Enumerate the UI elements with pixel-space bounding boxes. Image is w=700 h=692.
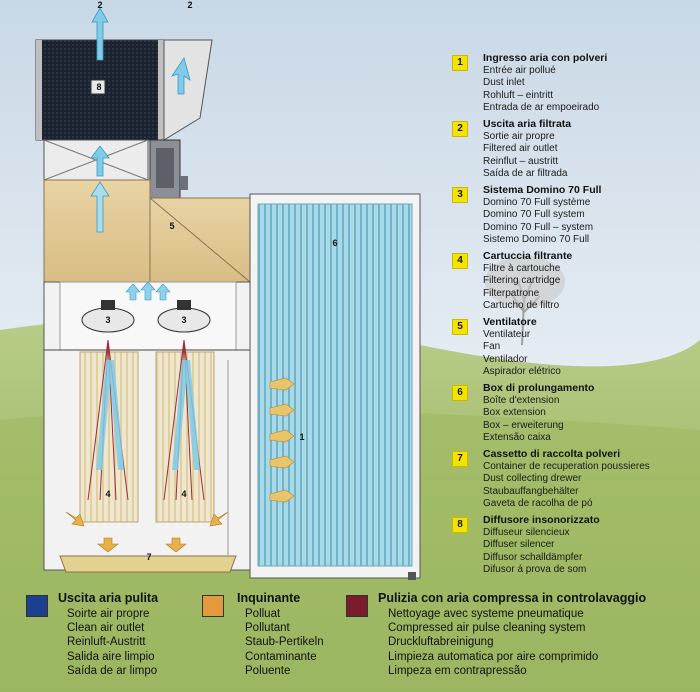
legend-item-line: Sistemo Domino 70 Full	[483, 234, 590, 246]
legend-item-line: Domino 70 Full system	[483, 209, 585, 221]
legend-line: Reinluft-Austritt	[67, 636, 146, 649]
legend-item-line: Box – erweiterung	[483, 419, 564, 431]
legend-item-line: Sortie air propre	[483, 131, 555, 142]
number-badge: 5	[452, 319, 468, 335]
diagram-label-cartridge-left: 4	[105, 489, 111, 499]
legend-compressed-air-title: Pulizia con aria compressa in controlava…	[378, 591, 647, 605]
legend-line: Compressed air pulse cleaning system	[388, 622, 586, 635]
diagram-label-cartridge-right: 4	[181, 489, 187, 499]
legend-item-line: Aspirador elétrico	[483, 366, 561, 378]
number-badge: 7	[452, 451, 468, 467]
legend-line: Staub-Pertikeln	[245, 636, 324, 649]
legend-item-line: Dust inlet	[483, 77, 525, 89]
legend-item-title: Sistema Domino 70 Full	[483, 184, 602, 196]
legend-line: Nettoyage avec systeme pneumatique	[388, 608, 584, 620]
legend-item-line: Diffusor schalldämpfer	[483, 551, 583, 563]
legend-line: Clean air outlet	[67, 622, 145, 635]
legend-line: Soirte air propre	[67, 608, 150, 620]
plenum-box	[43, 139, 149, 181]
clean-air-swatch	[26, 595, 48, 617]
legend-item-line: Filtre à cartouche	[483, 263, 561, 274]
legend-item-line: Diffuseur silencieux	[483, 527, 570, 538]
legend-item-title: Ingresso aria con polveri	[483, 52, 608, 64]
legend-item-title: Box di prolungamento	[483, 382, 595, 394]
dust-collector-diagram	[35, 7, 421, 580]
pollutant-arrows-chamber	[65, 511, 229, 553]
number-badge: 6	[452, 385, 468, 401]
number-badge: 1	[452, 55, 468, 71]
diagram-label-outlet-right: 2	[187, 0, 193, 10]
diagram-label-domino-left: 3	[105, 315, 111, 325]
legend-item-line: Gaveta de racolha de pó	[483, 498, 593, 510]
pollutant-swatch	[202, 595, 224, 617]
legend-item-line: Staubauffangbehälter	[483, 485, 579, 497]
outlet-hood	[163, 39, 213, 141]
legend-clean-air-title: Uscita aria pulita	[58, 591, 159, 605]
number-badge: 2	[452, 121, 468, 137]
tree-silhouette	[485, 256, 565, 346]
legend-line: Pollutant	[245, 622, 290, 635]
pollutant-arrows-inlet	[269, 377, 295, 503]
domino-unit-right	[157, 300, 211, 333]
legend-item-title: Uscita aria filtrata	[483, 118, 572, 130]
diagram-label-domino-right: 3	[181, 315, 187, 325]
extension-box	[249, 193, 421, 580]
legend-item-line: Dust collecting drewer	[483, 473, 582, 485]
legend-line: Druckluftabreinigung	[388, 636, 494, 649]
diagram-label-silencer: 8	[96, 82, 102, 92]
legend-item-line: Ventilador	[483, 353, 528, 365]
dust-drawer	[59, 555, 237, 573]
legend-item-line: Filtering cartridge	[483, 275, 561, 287]
compressed-air-swatch	[346, 595, 368, 617]
legend-item-line: Filterpatrone	[483, 287, 540, 299]
legend-item-line: Box extension	[483, 407, 546, 419]
legend-item-title: Diffusore insonorizzato	[483, 514, 600, 526]
legend-line: Limpieza automatica por aire comprimido	[388, 650, 599, 663]
legend-line: Contaminante	[245, 650, 317, 663]
diagram-label-extension: 6	[332, 238, 338, 248]
filter-chamber	[43, 281, 251, 573]
legend-pollutant-title: Inquinante	[237, 591, 301, 605]
legend-item-title: Cartuccia filtrante	[483, 250, 573, 262]
legend-item-line: Ventilateur	[483, 329, 531, 340]
legend-item-line: Saída de ar filtrada	[483, 168, 568, 180]
fan-housing	[43, 179, 251, 283]
legend-item-line: Domino 70 Full – system	[483, 221, 594, 233]
legend-item-line: Entrada de ar empoeirado	[483, 102, 600, 114]
number-badge: 4	[452, 253, 468, 269]
diagram-label-drawer: 7	[146, 552, 152, 562]
legend-item-line: Rohluft – eintritt	[483, 89, 554, 101]
domino-unit-left	[81, 300, 135, 333]
number-badge: 3	[452, 187, 468, 203]
legend-item-title: Cassetto di raccolta polveri	[483, 448, 621, 460]
legend-item-line: Domino 70 Full système	[483, 197, 591, 208]
legend-item-line: Fan	[483, 341, 501, 353]
legend-line: Salida aire limpio	[67, 650, 155, 663]
legend-item-line: Container de recuperation poussieres	[483, 461, 650, 472]
diagram-label-outlet-left: 2	[97, 0, 103, 10]
diagram-label-inlet: 1	[299, 432, 305, 442]
legend-line: Poluente	[245, 664, 291, 677]
legend-item-line: Reinflut – austritt	[483, 155, 559, 167]
clean-air-arrows	[91, 7, 191, 95]
legend-line: Polluat	[245, 608, 281, 620]
legend-item-line: Cartucho de filtro	[483, 300, 560, 312]
diagram-label-fan: 5	[169, 221, 175, 231]
clean-air-flow	[96, 360, 200, 470]
legend-item-line: Entrée air pollué	[483, 65, 556, 76]
legend-line: Saída de ar limpo	[67, 664, 158, 677]
legend-item-line: Difusor á prova de som	[483, 564, 587, 576]
legend-item-line: Extensão caixa	[483, 432, 551, 444]
number-badge: 8	[452, 517, 468, 533]
legend-item-line: Diffuser silencer	[483, 539, 555, 551]
fan-motor	[149, 139, 188, 199]
legend-item-line: Filtered air outlet	[483, 143, 558, 155]
legend-item-line: Boîte d'extension	[483, 395, 560, 406]
flow-color-legend: Uscita aria pulita Soirte air propre Cle…	[0, 585, 700, 692]
legend-item-title: Ventilatore	[483, 316, 537, 328]
legend-line: Limpeza em contrapressão	[388, 664, 527, 677]
